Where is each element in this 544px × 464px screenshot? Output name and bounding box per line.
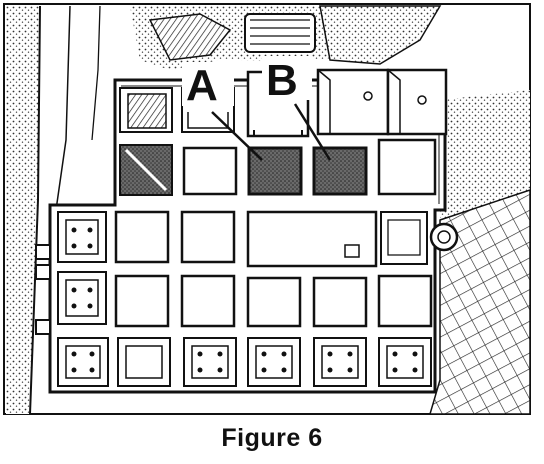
relay-top-4 [316,68,390,136]
callout-a-label: A [186,61,218,110]
relay-row4-5 [312,276,368,328]
relay-top-5 [386,68,448,136]
connector-row5-4 [247,337,301,387]
fuse-box-diagram: A B [3,3,531,415]
connector-row5-1 [57,337,109,387]
relay-row2-2 [182,146,238,196]
connector-row5-6 [378,337,432,387]
connector-row5-3 [183,337,237,387]
relay-row3-2 [114,210,170,264]
relay-row3-3 [180,210,236,264]
relay-b [312,146,368,196]
callout-a-leader [211,111,263,161]
relay-row4-3 [180,274,236,328]
relay-row2-1 [119,144,173,196]
relay-row4-2 [114,274,170,328]
connector-row3-5 [380,211,428,265]
callout-b-leader [293,103,332,161]
connector-row4-1 [57,271,107,325]
relay-top-1 [119,87,173,133]
relay-row2-5 [377,138,437,196]
connector-row5-5 [313,337,367,387]
connector-row3-1 [57,211,107,263]
callout-b-label: B [266,56,298,105]
figure-caption: Figure 6 [221,424,323,452]
connector-row5-2 [117,337,171,387]
fuse-block-large [246,210,378,268]
relay-row4-4 [246,276,302,328]
right-panel-stipple [440,90,530,230]
relay-row4-6 [377,274,433,328]
left-panel-stipple [6,6,40,414]
